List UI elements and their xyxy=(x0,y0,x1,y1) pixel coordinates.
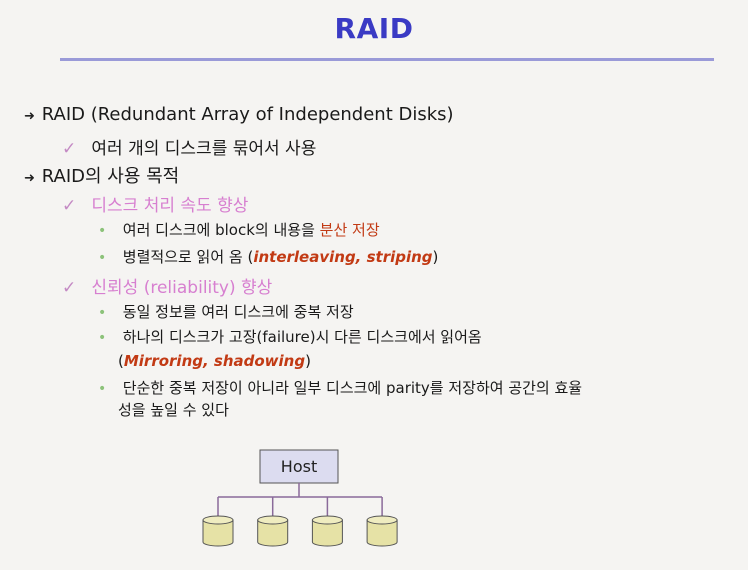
detail-mirroring: (Mirroring, shadowing) xyxy=(118,352,311,370)
disk-group xyxy=(202,497,398,547)
slide-title: RAID xyxy=(334,12,414,45)
arrow-bullet-icon: ➜ xyxy=(24,171,35,186)
disk-icon xyxy=(202,497,234,547)
disk-body xyxy=(202,519,234,547)
detail-failure-recovery: • 하나의 디스크가 고장(failure)시 다른 디스크에서 읽어옴 xyxy=(98,328,482,346)
check-icon: ✓ xyxy=(62,278,77,298)
sub-bullet-bundle: ✓ 여러 개의 디스크를 묶어서 사용 xyxy=(62,139,317,159)
title-underline xyxy=(60,58,714,61)
dot-bullet-icon: • xyxy=(98,305,107,321)
disk-body xyxy=(366,519,398,547)
detail-parity: • 단순한 중복 저장이 아니라 일부 디스크에 parity를 저장하여 공간… xyxy=(98,379,583,397)
detail-redundant-storage: • 동일 정보를 여러 디스크에 중복 저장 xyxy=(98,303,354,321)
sub-bullet-speed: ✓ 디스크 처리 속도 향상 xyxy=(62,196,249,216)
sub-bullet-reliability: ✓ 신뢰성 (reliability) 향상 xyxy=(62,278,273,298)
disk-body xyxy=(257,519,289,547)
detail-parity-continued: 성을 높일 수 있다 xyxy=(118,401,229,419)
disk-icon xyxy=(257,497,289,547)
host-box xyxy=(259,449,339,484)
check-icon: ✓ xyxy=(62,196,77,216)
arrow-bullet-icon: ➜ xyxy=(24,109,35,124)
disk-icon xyxy=(366,497,398,547)
check-icon: ✓ xyxy=(62,139,77,159)
detail-parallel-read: • 병렬적으로 읽어 옴 (interleaving, striping) xyxy=(98,248,439,266)
dot-bullet-icon: • xyxy=(98,223,107,239)
detail-distributed-storage: • 여러 디스크에 block의 내용을 분산 저장 xyxy=(98,221,380,239)
disk-top xyxy=(366,515,398,525)
dot-bullet-icon: • xyxy=(98,381,107,397)
bullet-raid-definition: ➜ RAID (Redundant Array of Independent D… xyxy=(24,104,454,125)
disk-body xyxy=(311,519,343,547)
disk-top xyxy=(202,515,234,525)
bullet-raid-purpose: ➜ RAID의 사용 목적 xyxy=(24,166,180,187)
host-label: Host xyxy=(281,457,317,476)
disk-top xyxy=(257,515,289,525)
disk-icon xyxy=(311,497,343,547)
disk-top xyxy=(311,515,343,525)
dot-bullet-icon: • xyxy=(98,250,107,266)
dot-bullet-icon: • xyxy=(98,330,107,346)
